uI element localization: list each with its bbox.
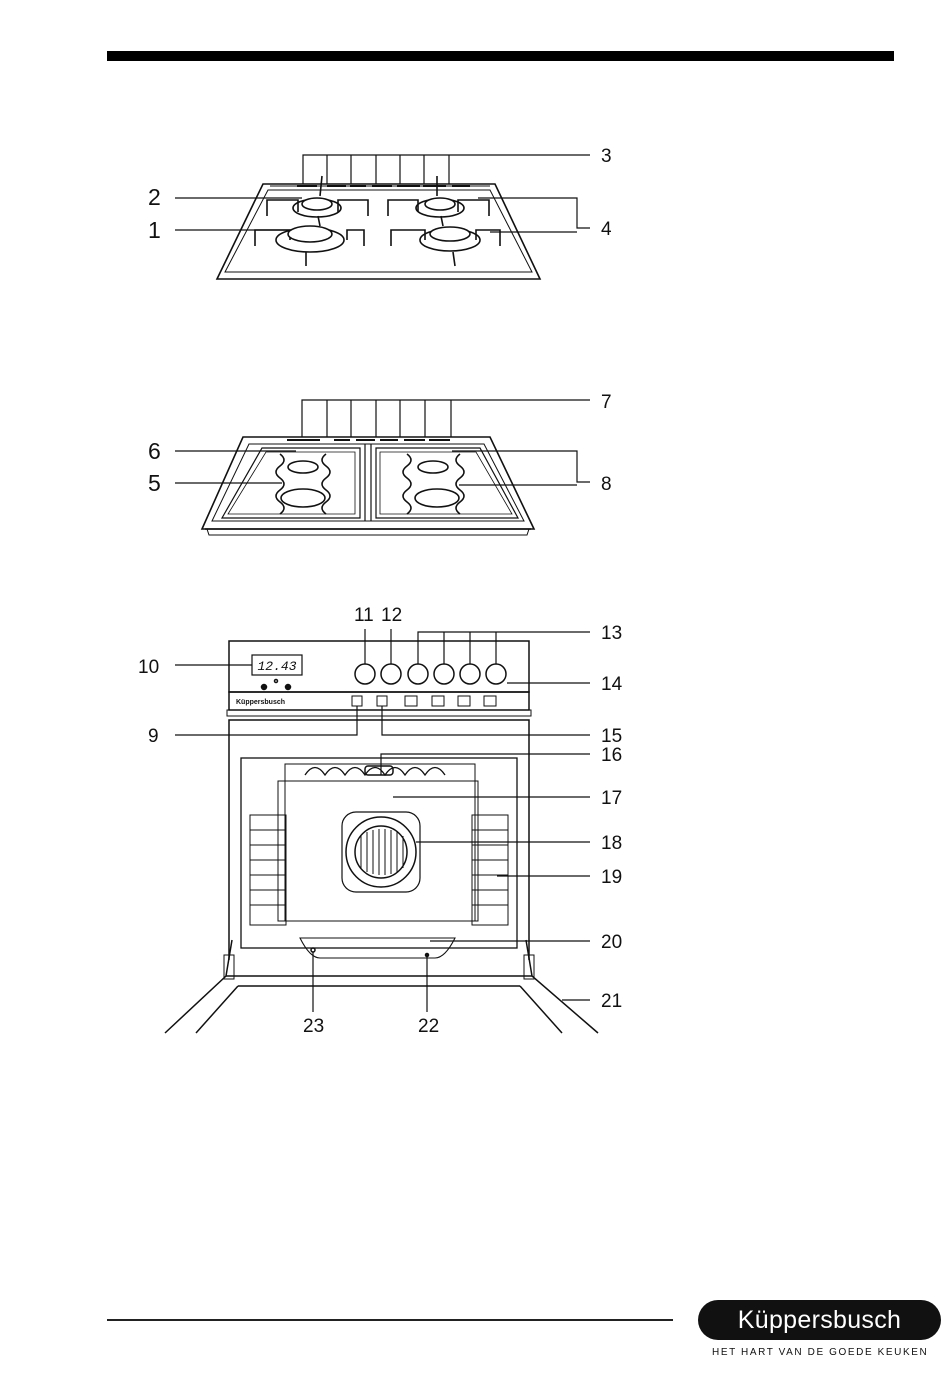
hob-leader-lines bbox=[175, 155, 590, 232]
label-21: 21 bbox=[601, 991, 622, 1012]
label-5: 5 bbox=[148, 470, 161, 496]
brand-tagline: HET HART VAN DE GOEDE KEUKEN bbox=[712, 1347, 928, 1358]
grate-hob-figure bbox=[202, 437, 534, 535]
label-11: 11 bbox=[354, 605, 374, 626]
label-22: 22 bbox=[418, 1016, 439, 1037]
label-15: 15 bbox=[601, 726, 622, 747]
label-1: 1 bbox=[148, 217, 161, 243]
label-20: 20 bbox=[601, 932, 622, 953]
gas-hob-figure bbox=[217, 176, 540, 279]
label-7: 7 bbox=[601, 392, 612, 413]
oven-figure bbox=[165, 641, 598, 1033]
label-8: 8 bbox=[601, 474, 612, 495]
label-2: 2 bbox=[148, 184, 161, 210]
label-3: 3 bbox=[601, 146, 612, 167]
label-10: 10 bbox=[138, 657, 159, 678]
grate-hob-leader-lines bbox=[175, 400, 590, 485]
oven-panel-brand: Küppersbusch bbox=[236, 699, 285, 706]
label-16: 16 bbox=[601, 745, 622, 766]
label-19: 19 bbox=[601, 867, 622, 888]
label-14: 14 bbox=[601, 674, 623, 695]
label-9: 9 bbox=[148, 726, 159, 747]
label-18: 18 bbox=[601, 833, 622, 854]
brand-logo: Küppersbusch bbox=[698, 1300, 941, 1340]
label-13: 13 bbox=[601, 623, 622, 644]
label-23: 23 bbox=[303, 1016, 324, 1037]
footer-rule bbox=[107, 1319, 673, 1321]
label-4: 4 bbox=[601, 219, 612, 240]
label-12: 12 bbox=[381, 605, 402, 626]
label-6: 6 bbox=[148, 438, 161, 464]
label-17: 17 bbox=[601, 788, 622, 809]
oven-display-time: 12.43 bbox=[257, 659, 296, 674]
